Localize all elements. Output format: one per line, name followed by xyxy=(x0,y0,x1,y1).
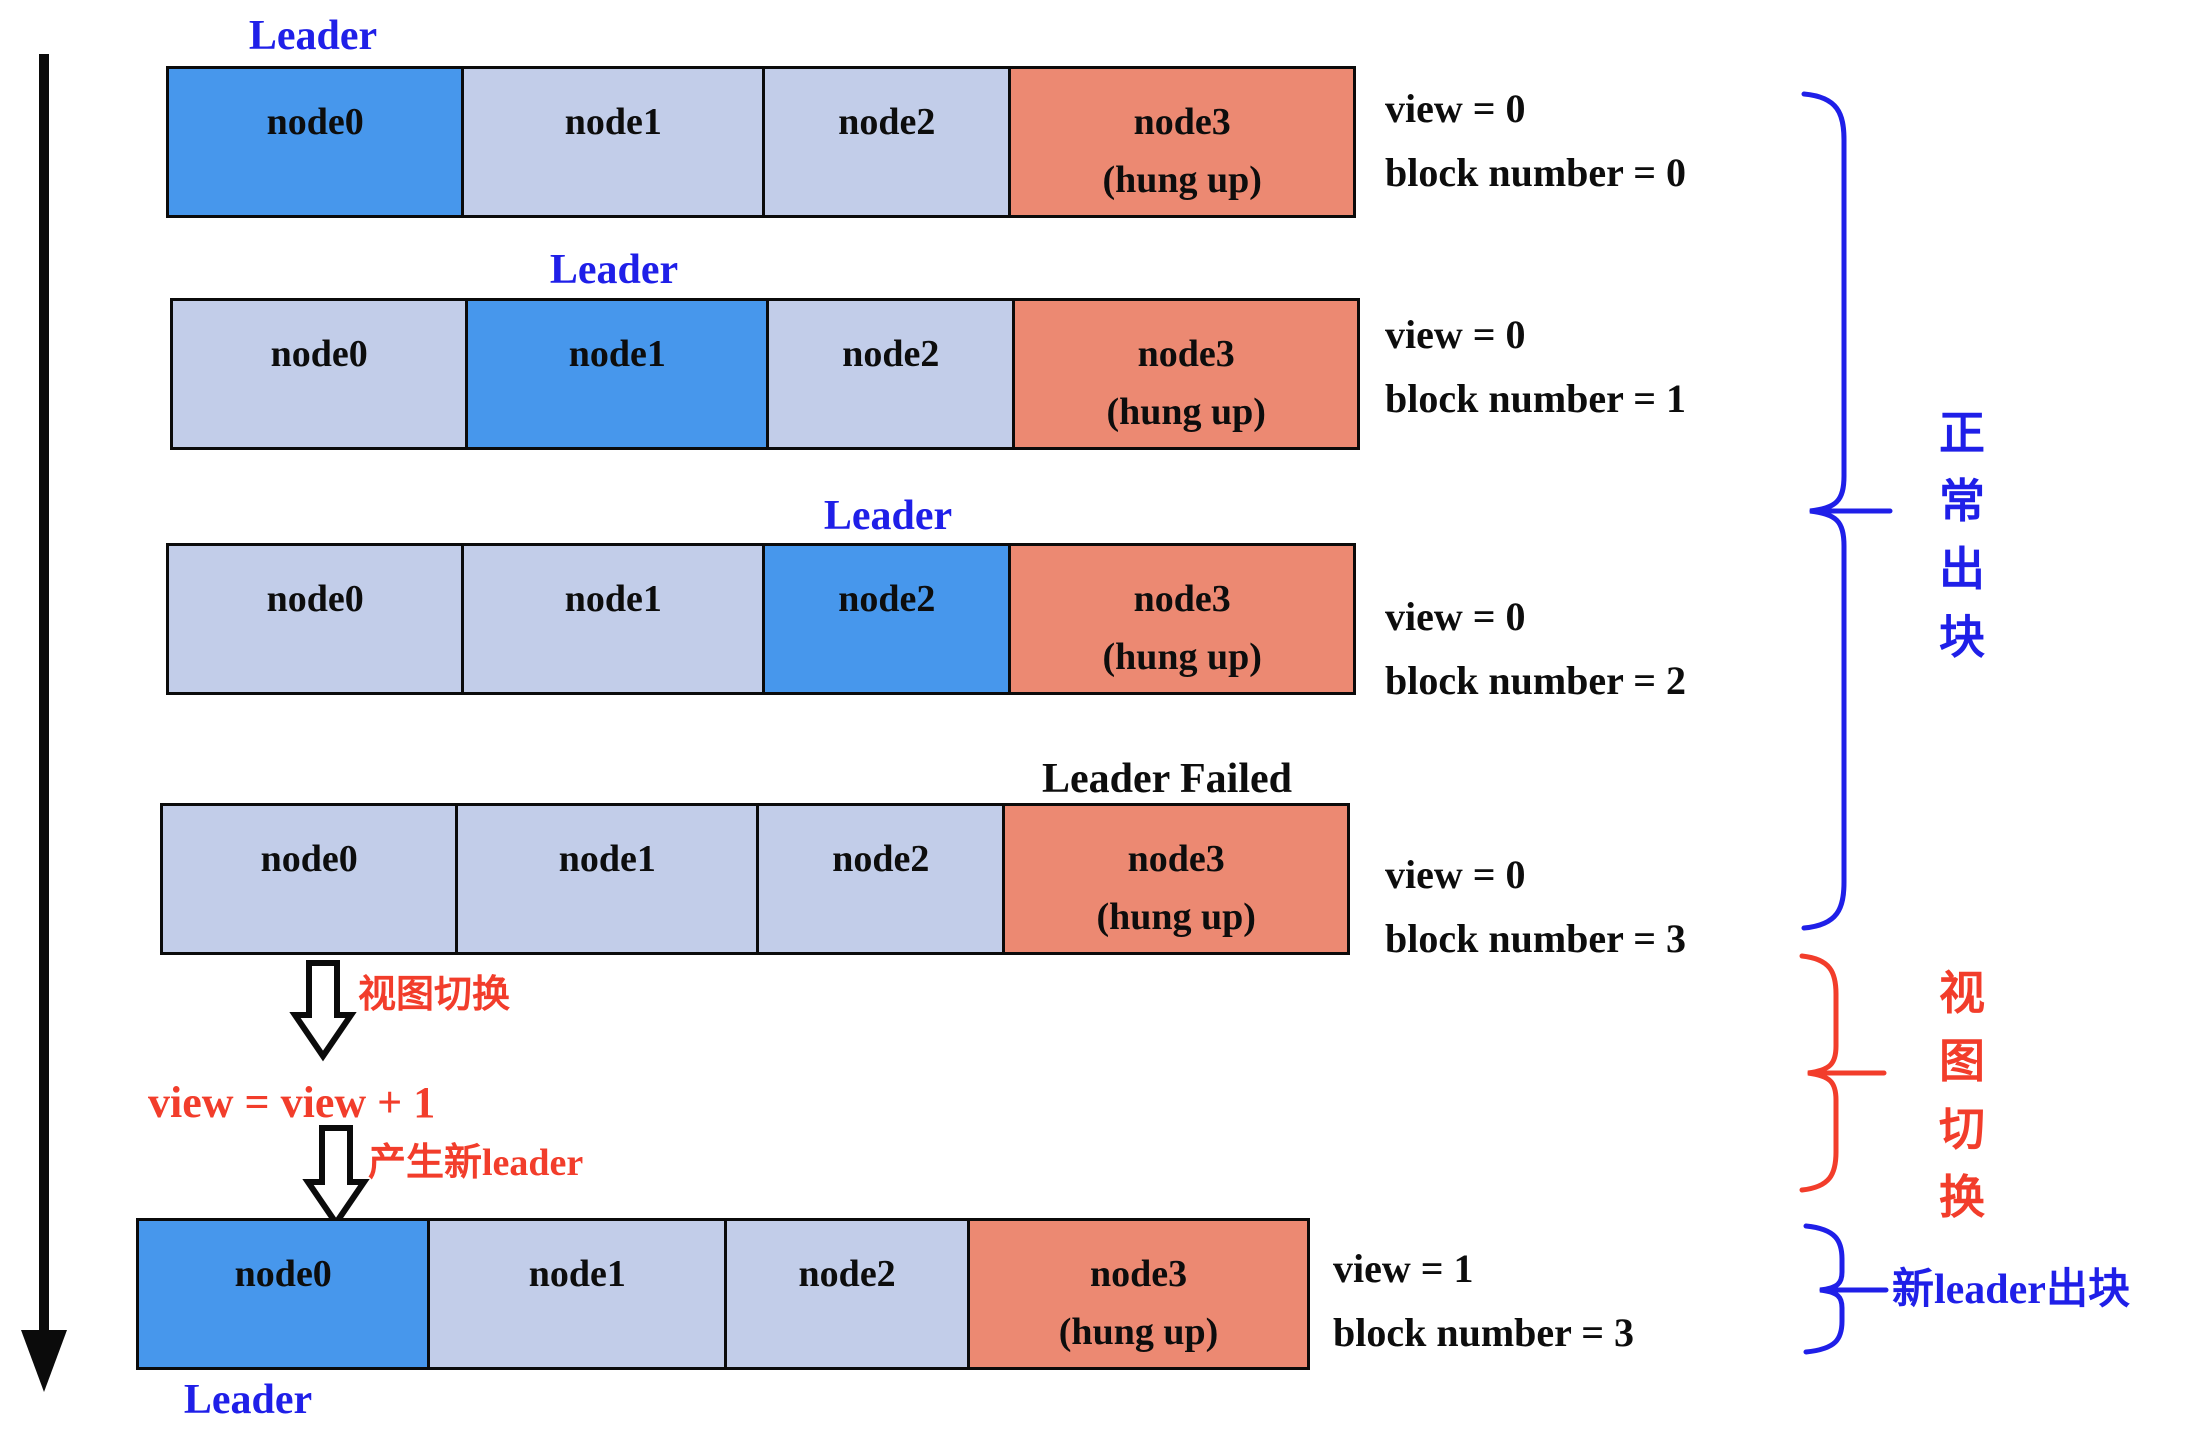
row5-node2-cell: node2 xyxy=(724,1221,968,1367)
row1-node0-leader-cell: node0 xyxy=(169,69,462,215)
row5-view-text: view = 1 xyxy=(1333,1246,1474,1291)
node-label: node0 xyxy=(266,101,364,143)
node-label: node1 xyxy=(568,333,666,375)
row2-view-text: view = 0 xyxy=(1385,312,1526,357)
view-switch-bracket-label: 视图切换 xyxy=(1939,968,1985,1223)
node-label: node0 xyxy=(260,838,358,880)
row4-node2-cell: node2 xyxy=(756,806,1003,952)
row5-node0-leader-cell: node0 xyxy=(139,1221,428,1367)
row1-node1-cell: node1 xyxy=(461,69,763,215)
node-row: node0 node1 node2 node3 (hung up) xyxy=(166,66,1356,218)
node-label: node0 xyxy=(266,578,364,620)
node-label: node2 xyxy=(832,838,930,880)
node-label: node2 xyxy=(798,1253,896,1295)
node-label: node0 xyxy=(270,333,368,375)
row1-view-text: view = 0 xyxy=(1385,86,1526,131)
node-label: node2 xyxy=(838,578,936,620)
row4-view-text: view = 0 xyxy=(1385,852,1526,897)
node-label: node1 xyxy=(564,101,662,143)
row3-node1-cell: node1 xyxy=(461,546,763,692)
row3-node2-leader-cell: node2 xyxy=(762,546,1009,692)
row2-node2-cell: node2 xyxy=(766,301,1013,447)
node-label: node1 xyxy=(528,1253,626,1295)
node-row: node0 node1 node2 node3 (hung up) xyxy=(160,803,1350,955)
node-label: node3 xyxy=(1133,101,1231,143)
row4-node0-cell: node0 xyxy=(163,806,456,952)
row4-node3-hung-cell: node3 (hung up) xyxy=(1002,806,1347,952)
row1-leader-label: Leader xyxy=(248,13,378,59)
row2-node1-leader-cell: node1 xyxy=(465,301,767,447)
row3-node3-hung-cell: node3 (hung up) xyxy=(1008,546,1353,692)
row2-node0-cell: node0 xyxy=(173,301,466,447)
normal-blocks-bracket-label: 正常出块 xyxy=(1939,408,1985,663)
row1-node3-hung-cell: node3 (hung up) xyxy=(1008,69,1353,215)
row3-node0-cell: node0 xyxy=(169,546,462,692)
row5-node1-cell: node1 xyxy=(427,1221,725,1367)
row1-node2-cell: node2 xyxy=(762,69,1009,215)
node-label: node1 xyxy=(564,578,662,620)
row4-node1-cell: node1 xyxy=(455,806,757,952)
node-label: node3 xyxy=(1133,578,1231,620)
row1-block-text: block number = 0 xyxy=(1385,150,1686,195)
node-label: node0 xyxy=(234,1253,332,1295)
node-sublabel: (hung up) xyxy=(1106,391,1266,433)
new-leader-step-label: 产生新leader xyxy=(368,1142,584,1184)
node-sublabel: (hung up) xyxy=(1096,896,1256,938)
row4-block-text: block number = 3 xyxy=(1385,916,1686,961)
row2-node3-hung-cell: node3 (hung up) xyxy=(1012,301,1357,447)
row2-block-text: block number = 1 xyxy=(1385,376,1686,421)
timeline-arrow-head xyxy=(21,1330,67,1392)
node-label: node3 xyxy=(1137,333,1235,375)
node-sublabel: (hung up) xyxy=(1058,1311,1219,1353)
row3-leader-label: Leader xyxy=(823,493,953,539)
row4-leader-failed-label: Leader Failed xyxy=(1041,756,1293,802)
view-increment-formula: view = view + 1 xyxy=(148,1078,436,1127)
row5-leader-label: Leader xyxy=(183,1377,313,1423)
view-switch-step-label: 视图切换 xyxy=(358,974,511,1016)
node-label: node3 xyxy=(1089,1253,1188,1295)
node-row: node0 node1 node2 node3 (hung up) xyxy=(136,1218,1310,1370)
view-switch-arrow-icon xyxy=(289,960,357,1062)
new-leader-bracket-label: 新leader出块 xyxy=(1892,1267,2130,1313)
node-label: node2 xyxy=(842,333,940,375)
node-row: node0 node1 node2 node3 (hung up) xyxy=(166,543,1356,695)
row5-node3-hung-cell: node3 (hung up) xyxy=(967,1221,1307,1367)
node-label: node2 xyxy=(838,101,936,143)
row3-view-text: view = 0 xyxy=(1385,594,1526,639)
row3-block-text: block number = 2 xyxy=(1385,658,1686,703)
row2-leader-label: Leader xyxy=(549,247,679,293)
row5-block-text: block number = 3 xyxy=(1333,1310,1634,1355)
new-leader-arrow-icon xyxy=(302,1125,370,1229)
node-label: node3 xyxy=(1127,838,1225,880)
node-sublabel: (hung up) xyxy=(1102,636,1262,678)
node-row: node0 node1 node2 node3 (hung up) xyxy=(170,298,1360,450)
node-label: node1 xyxy=(558,838,656,880)
node-sublabel: (hung up) xyxy=(1102,159,1262,201)
